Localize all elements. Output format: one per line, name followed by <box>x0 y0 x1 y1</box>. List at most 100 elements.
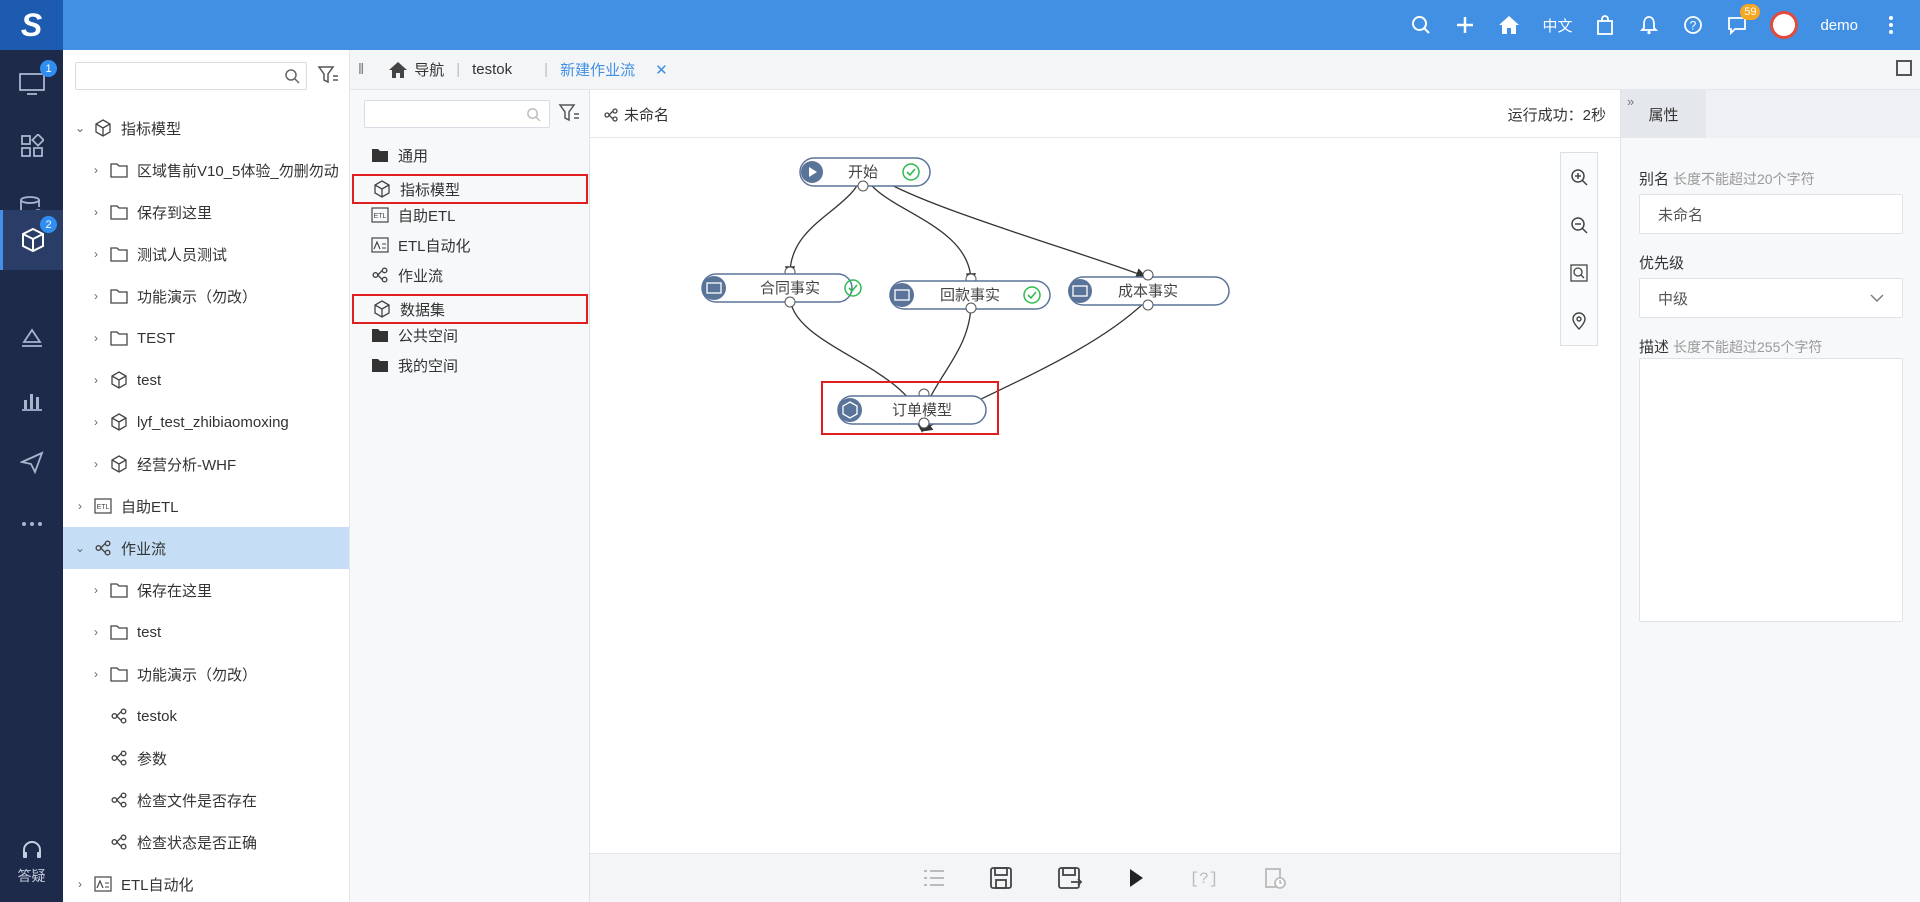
chevron-right-icon[interactable]: › <box>94 583 98 597</box>
tree-item-label: 指标模型 <box>121 120 182 138</box>
tree-item[interactable]: › 区域售前V10_5体验_勿删勿动 <box>63 149 349 191</box>
node-order[interactable]: 订单模型 <box>837 388 987 429</box>
message-icon[interactable]: 59 <box>1726 4 1761 36</box>
tree-item[interactable]: 检查状态是否正确 <box>63 821 349 863</box>
alias-input[interactable]: 未命名 <box>1639 194 1903 234</box>
tree-item[interactable]: ›test <box>63 359 349 401</box>
palette-search-input[interactable] <box>364 100 550 128</box>
palette-item[interactable]: 通用 <box>350 140 590 170</box>
fit-view-icon[interactable] <box>1570 264 1588 282</box>
chevron-right-icon[interactable]: › <box>78 877 82 891</box>
more-vertical-icon[interactable] <box>1880 14 1902 36</box>
palette-item[interactable]: ETL自动化 <box>350 230 590 260</box>
tree-search-input[interactable] <box>75 62 307 90</box>
filter-icon[interactable] <box>317 64 339 86</box>
tree-item[interactable]: ›保存在这里 <box>63 569 349 611</box>
node-contract[interactable]: 合同事实 <box>701 266 862 308</box>
tree-item[interactable]: ›test <box>63 611 349 653</box>
cube-icon <box>372 300 392 318</box>
palette-item[interactable]: 指标模型 <box>352 174 588 204</box>
close-icon[interactable]: ✕ <box>655 61 668 79</box>
chevron-right-icon[interactable]: › <box>94 667 98 681</box>
chevron-right-icon[interactable]: › <box>94 457 98 471</box>
tree-item[interactable]: ›lyf_test_zhibiaomoxing <box>63 401 349 443</box>
nav-model[interactable]: 2 <box>0 210 63 270</box>
maximize-icon[interactable] <box>1896 60 1912 76</box>
folder-icon <box>109 580 129 600</box>
help-icon[interactable]: ? <box>1682 14 1704 36</box>
tabbar-menu-icon[interactable]: ‖ <box>358 61 365 78</box>
chevron-right-icon[interactable]: › <box>94 373 98 387</box>
user-name[interactable]: demo <box>1820 16 1858 34</box>
nav-help[interactable]: 答疑 <box>0 839 63 886</box>
chevron-right-icon[interactable]: › <box>94 625 98 639</box>
node-payment[interactable]: 回款事实 <box>889 273 1051 314</box>
palette-item[interactable]: 我的空间 <box>350 350 590 380</box>
tab-new-flow[interactable]: 新建作业流 ✕ <box>548 50 680 90</box>
node-cost[interactable]: 成本事实 <box>1068 269 1230 311</box>
tab-testok[interactable]: testok <box>472 61 513 78</box>
chevron-down-icon[interactable]: ⌄ <box>74 121 86 135</box>
save-icon[interactable] <box>989 866 1013 890</box>
tree-item[interactable]: ⌄ 指标模型 <box>63 107 349 149</box>
nav-monitor[interactable]: 1 <box>0 54 63 114</box>
node-start[interactable]: 开始 <box>799 157 931 192</box>
chevron-right-icon[interactable]: › <box>94 163 98 177</box>
nav-report[interactable] <box>0 370 63 430</box>
chevron-right-icon[interactable]: › <box>94 415 98 429</box>
chevron-right-icon[interactable]: › <box>94 331 98 345</box>
run-icon[interactable] <box>1127 867 1145 889</box>
chevron-right-icon[interactable]: › <box>78 499 82 513</box>
chevron-right-icon[interactable]: › <box>94 247 98 261</box>
language-switch[interactable]: 中文 <box>1542 17 1573 35</box>
nav-dashboard[interactable] <box>0 116 63 176</box>
more-horizontal-icon <box>21 522 42 526</box>
tree-item[interactable]: 参数 <box>63 737 349 779</box>
avatar[interactable] <box>1770 11 1799 39</box>
bell-icon[interactable] <box>1638 14 1660 36</box>
chevron-down-icon[interactable]: ⌄ <box>74 541 86 555</box>
node-cost-label: 成本事实 <box>1118 283 1178 300</box>
tree-item[interactable]: ›ETL自动化 <box>63 863 349 902</box>
tree-item[interactable]: ›TEST <box>63 317 349 359</box>
locate-icon[interactable] <box>1571 312 1587 330</box>
zoom-out-icon[interactable] <box>1570 216 1588 234</box>
tree-item[interactable]: ›功能演示（勿改） <box>63 275 349 317</box>
desc-textarea[interactable] <box>1639 358 1903 622</box>
priority-select[interactable]: 中级 <box>1639 278 1903 318</box>
flow-icon <box>109 706 129 726</box>
chevron-right-icon[interactable]: › <box>94 205 98 219</box>
home-icon <box>389 61 408 78</box>
tree-item[interactable]: ›功能演示（勿改） <box>63 653 349 695</box>
app-logo[interactable]: S <box>0 0 63 50</box>
tree-item-label: 区域售前V10_5体验_勿删勿动 <box>137 162 339 180</box>
search-icon[interactable] <box>1410 14 1432 36</box>
flow-name[interactable]: 未命名 <box>604 104 669 125</box>
tree-item[interactable]: testok <box>63 695 349 737</box>
filter-icon[interactable] <box>558 102 580 124</box>
save-as-icon[interactable] <box>1057 866 1083 890</box>
nav-analysis[interactable] <box>0 308 63 368</box>
palette-item[interactable]: 数据集 <box>352 294 588 324</box>
palette-item[interactable]: 作业流 <box>350 260 590 290</box>
bag-icon[interactable] <box>1594 14 1616 36</box>
tree-item[interactable]: ⌄作业流 <box>63 527 349 569</box>
flow-canvas[interactable]: 开始 合同事实 回款事实 <box>590 138 1620 853</box>
tree-item[interactable]: ›测试人员测试 <box>63 233 349 275</box>
palette-item[interactable]: 公共空间 <box>350 320 590 350</box>
cube-icon <box>372 180 392 198</box>
add-icon[interactable] <box>1454 14 1476 36</box>
tree-item[interactable]: 检查文件是否存在 <box>63 779 349 821</box>
tab-properties[interactable]: » 属性 <box>1621 90 1706 138</box>
tab-nav[interactable]: 导航 <box>376 50 456 90</box>
zoom-in-icon[interactable] <box>1570 168 1588 186</box>
nav-publish[interactable] <box>0 432 63 492</box>
nav-more[interactable] <box>0 494 63 554</box>
tree-item[interactable]: ›经营分析-WHF <box>63 443 349 485</box>
tree-item[interactable]: ›保存到这里 <box>63 191 349 233</box>
chevron-right-icon[interactable]: › <box>94 289 98 303</box>
home-icon[interactable] <box>1498 14 1520 36</box>
collapse-icon[interactable]: » <box>1627 94 1635 109</box>
